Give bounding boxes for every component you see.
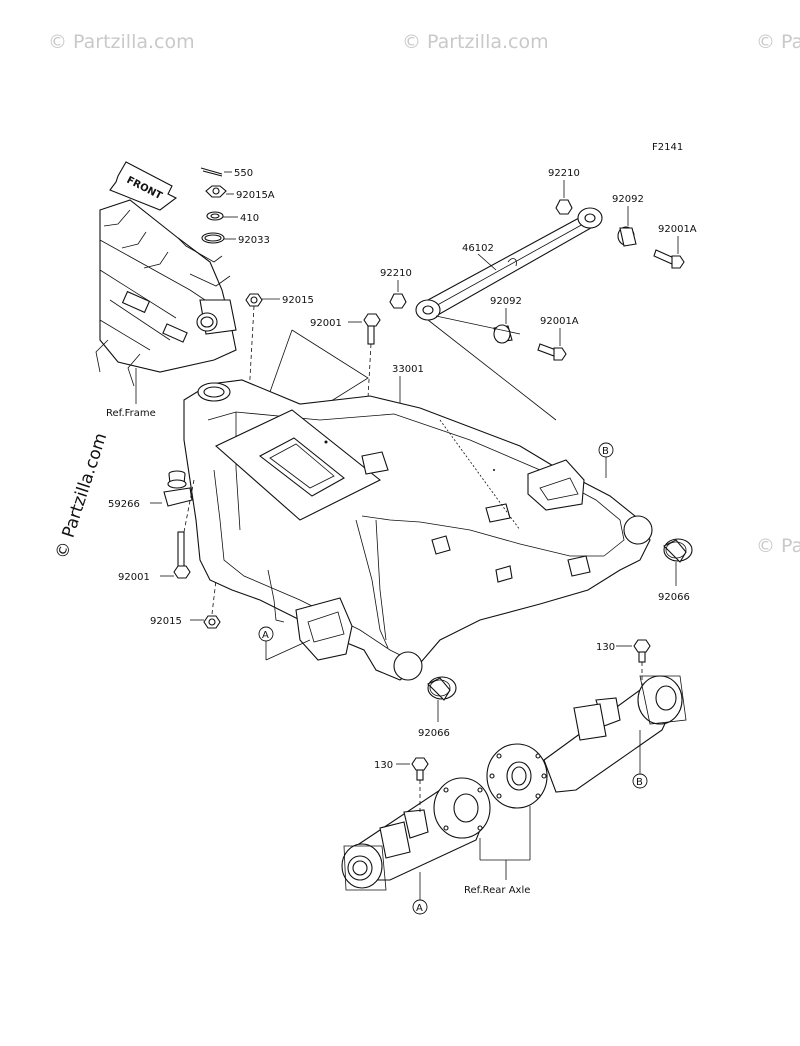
marker-a-upper: A — [258, 626, 311, 661]
label-550: 550 — [234, 168, 253, 179]
axle-housing-right — [486, 675, 687, 809]
svg-text:A: A — [262, 630, 269, 641]
label-92001A-left: 92001A — [540, 316, 579, 327]
torque-link-assembly: 92210 92092 92001A 46102 92210 92092 920… — [380, 168, 697, 421]
label-92092-right: 92092 — [612, 194, 644, 205]
front-arrow-icon: FRONT — [109, 161, 178, 211]
figure-code: F2141 — [652, 142, 683, 153]
label-92066-right: 92066 — [658, 592, 690, 603]
label-130-left: 130 — [374, 760, 393, 771]
watermark-top-right: © Partzilla.com — [756, 31, 800, 53]
nut-icon — [245, 293, 263, 307]
bolt-130-right-icon — [633, 639, 651, 663]
rear-axle-leader: Ref.Rear Axle — [464, 806, 531, 896]
bolt-92001-top-icon — [363, 313, 381, 345]
watermark-top-center: © Partzilla.com — [402, 31, 549, 53]
label-92001A-right: 92001A — [658, 224, 697, 235]
bolt-92001-left-icon — [173, 531, 191, 579]
label-92092-left: 92092 — [490, 296, 522, 307]
label-92210-right: 92210 — [548, 168, 580, 179]
end-cap-bottom-icon — [427, 676, 457, 701]
label-130-right: 130 — [596, 642, 615, 653]
swing-arm-frame: 33001 — [183, 329, 653, 681]
label-410: 410 — [240, 213, 259, 224]
frame-reference-drawing: Ref.Frame — [95, 199, 237, 419]
svg-text:B: B — [636, 777, 643, 788]
watermark-top-left: © Partzilla.com — [48, 31, 195, 53]
watermark-vertical: © Partzilla.com — [52, 431, 112, 562]
label-ref-rear-axle: Ref.Rear Axle — [464, 885, 530, 896]
label-92015A: 92015A — [236, 190, 275, 201]
label-92015-top: 92015 — [282, 295, 314, 306]
bolt-130-left-icon — [411, 757, 429, 781]
label-59266: 59266 — [108, 499, 140, 510]
label-92210-left: 92210 — [380, 268, 412, 279]
marker-b-lower: B — [632, 730, 648, 789]
label-92015-bottom: 92015 — [150, 616, 182, 627]
label-46102: 46102 — [462, 243, 494, 254]
circlip-icon — [201, 232, 225, 244]
label-33001: 33001 — [392, 364, 424, 375]
label-92033: 92033 — [238, 235, 270, 246]
castle-nut-icon — [205, 185, 227, 198]
nut-bottom-icon — [203, 615, 221, 629]
axle-housing-left — [341, 777, 491, 891]
small-parts-stack: 550 92015A 410 92033 — [200, 167, 275, 246]
label-92001-left: 92001 — [118, 572, 150, 583]
cotter-pin-icon — [200, 167, 223, 177]
label-92066-bottom: 92066 — [418, 728, 450, 739]
label-92001-top: 92001 — [310, 318, 342, 329]
washer-icon — [206, 211, 224, 221]
bump-stop-icon — [163, 470, 193, 507]
svg-text:B: B — [602, 446, 609, 457]
watermark-mid-right: © Partzilla.com — [756, 535, 800, 557]
marker-a-lower: A — [412, 872, 428, 915]
end-cap-right-icon — [663, 538, 693, 563]
svg-text:A: A — [416, 903, 423, 914]
label-ref-frame: Ref.Frame — [106, 408, 156, 419]
marker-b-upper: B — [598, 442, 614, 478]
